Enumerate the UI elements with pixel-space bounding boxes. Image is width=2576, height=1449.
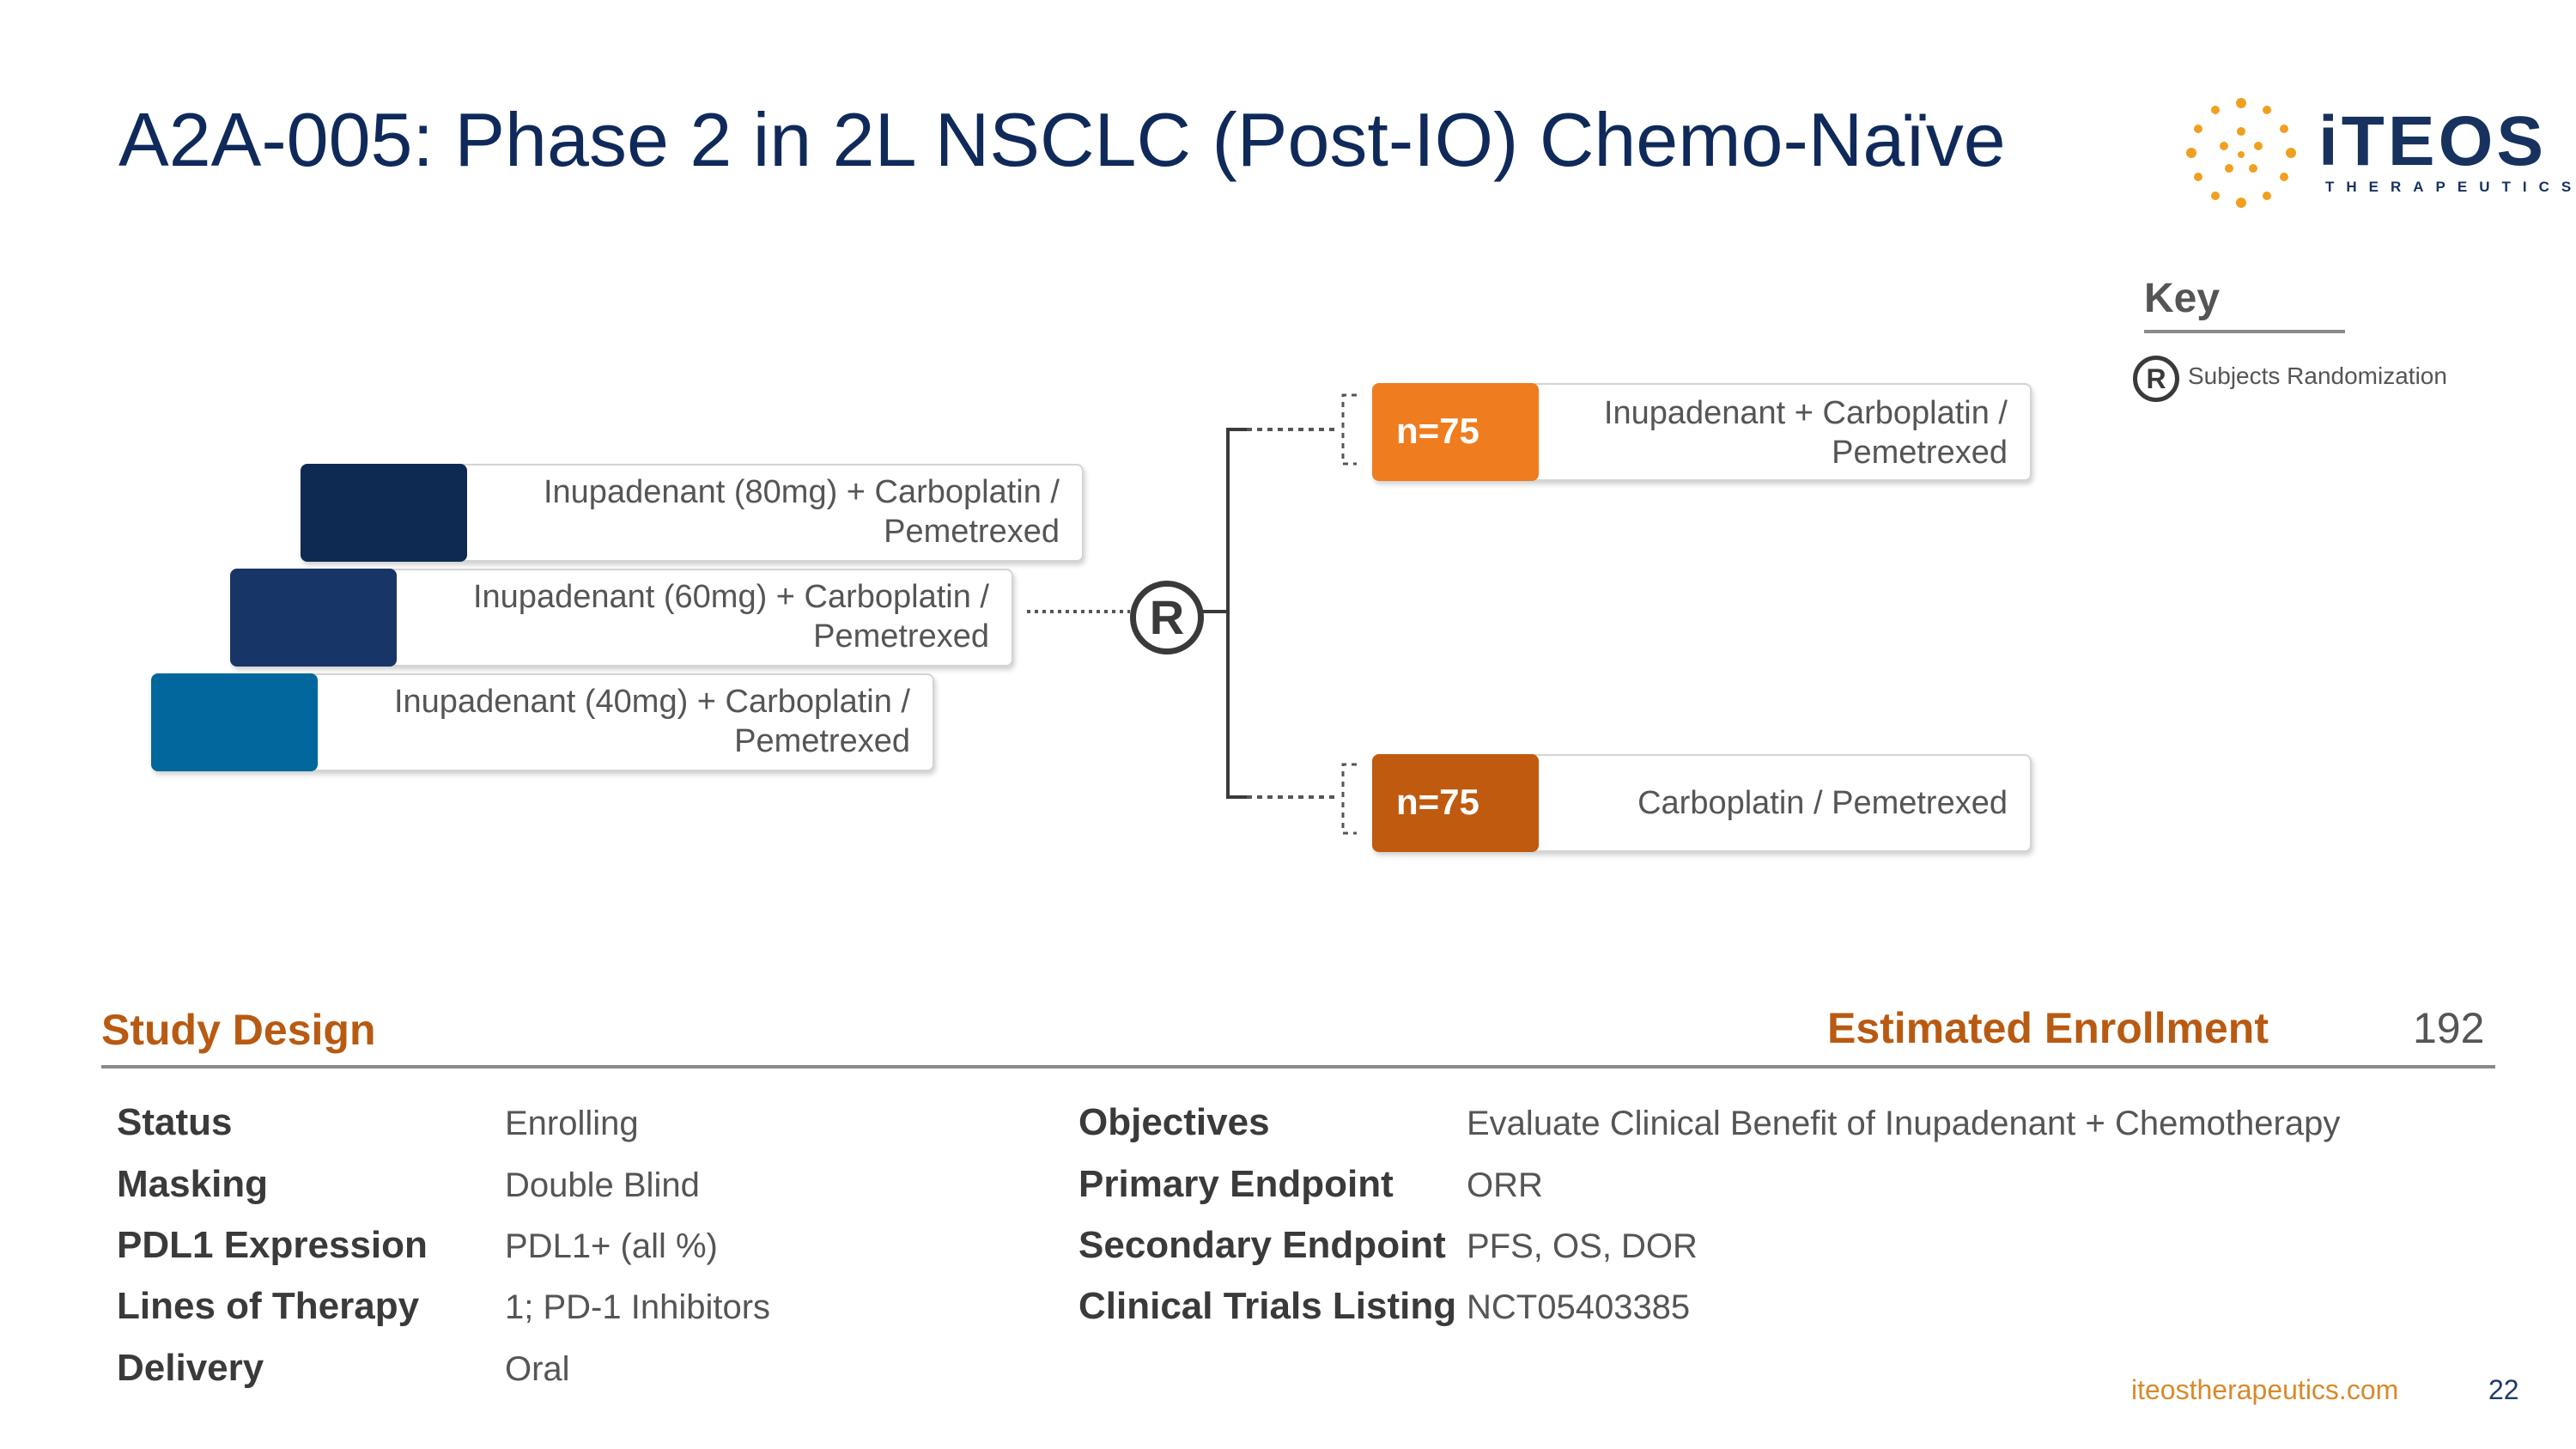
arm-color-60mg bbox=[230, 569, 397, 667]
randomization-key-icon: R bbox=[2133, 356, 2179, 402]
arm1-label-line2: Pemetrexed bbox=[1832, 435, 2008, 471]
status-value: Enrolling bbox=[505, 1105, 639, 1142]
enrollment-label: Estimated Enrollment bbox=[1827, 1004, 2269, 1052]
logo-subtitle: THERAPEUTICS bbox=[2325, 179, 2576, 195]
arm-box-80mg: Inupadenant (80mg) + Carboplatin / Pemet… bbox=[301, 464, 1084, 562]
logo-dots-icon bbox=[2186, 98, 2296, 208]
study-design-heading: Study Design bbox=[101, 1006, 376, 1054]
enrollment-value: 192 bbox=[2413, 1004, 2485, 1052]
masking-value: Double Blind bbox=[505, 1166, 700, 1204]
primary-endpoint-label: Primary Endpoint bbox=[1078, 1163, 1394, 1205]
arm-label-60mg-line2: Pemetrexed bbox=[813, 618, 989, 654]
key-title: Key bbox=[2144, 276, 2221, 321]
arm-label-80mg-line2: Pemetrexed bbox=[884, 514, 1060, 550]
key-label: Subjects Randomization bbox=[2188, 362, 2447, 389]
logo-wordmark: iTEOS bbox=[2318, 102, 2548, 180]
masking-label: Masking bbox=[117, 1163, 269, 1205]
arm-label-60mg-line1: Inupadenant (60mg) + Carboplatin / bbox=[472, 579, 989, 615]
arm-label-40mg-line1: Inupadenant (40mg) + Carboplatin / bbox=[393, 684, 910, 720]
pdl1-value: PDL1+ (all %) bbox=[505, 1227, 718, 1265]
clinical-trials-listing-value: NCT05403385 bbox=[1467, 1288, 1691, 1326]
arm-color-80mg bbox=[301, 464, 467, 562]
section-divider bbox=[101, 1065, 2495, 1068]
objectives-label: Objectives bbox=[1078, 1101, 1270, 1143]
secondary-endpoint-label: Secondary Endpoint bbox=[1078, 1224, 1446, 1266]
secondary-endpoint-value: PFS, OS, DOR bbox=[1467, 1227, 1698, 1265]
page-title: A2A-005: Phase 2 in 2L NSCLC (Post-IO) C… bbox=[118, 97, 2006, 182]
objectives-value: Evaluate Clinical Benefit of Inupadenant… bbox=[1467, 1105, 2341, 1142]
arm-box-chemo-only: n=75 Carboplatin / Pemetrexed bbox=[1372, 754, 2032, 852]
delivery-label: Delivery bbox=[117, 1347, 264, 1389]
page-number: 22 bbox=[2488, 1374, 2519, 1405]
arm2-label: Carboplatin / Pemetrexed bbox=[1637, 785, 2008, 821]
delivery-value: Oral bbox=[505, 1350, 570, 1388]
lines-of-therapy-value: 1; PD-1 Inhibitors bbox=[505, 1288, 771, 1326]
arm-box-inupadenant-combo: n=75 Inupadenant + Carboplatin / Pemetre… bbox=[1372, 383, 2032, 481]
primary-endpoint-value: ORR bbox=[1467, 1166, 1543, 1204]
lines-of-therapy-label: Lines of Therapy bbox=[117, 1285, 420, 1327]
n-badge-arm2: n=75 bbox=[1372, 754, 1539, 852]
arm1-label-line1: Inupadenant + Carboplatin / bbox=[1603, 395, 2008, 431]
arm-box-60mg: Inupadenant (60mg) + Carboplatin / Pemet… bbox=[230, 569, 1013, 667]
n-badge-arm1: n=75 bbox=[1372, 383, 1539, 481]
clinical-trials-listing-label: Clinical Trials Listing bbox=[1078, 1285, 1457, 1327]
status-label: Status bbox=[117, 1101, 233, 1143]
pdl1-label: PDL1 Expression bbox=[117, 1224, 428, 1266]
randomization-icon: R bbox=[1130, 581, 1204, 654]
arm-label-80mg-line1: Inupadenant (80mg) + Carboplatin / bbox=[543, 474, 1060, 510]
arm-box-40mg: Inupadenant (40mg) + Carboplatin / Pemet… bbox=[151, 673, 934, 771]
footer-url[interactable]: iteostherapeutics.com bbox=[2131, 1374, 2399, 1405]
key-underline bbox=[2144, 330, 2345, 333]
arm-color-40mg bbox=[151, 673, 318, 771]
arm-label-40mg-line2: Pemetrexed bbox=[734, 723, 910, 759]
